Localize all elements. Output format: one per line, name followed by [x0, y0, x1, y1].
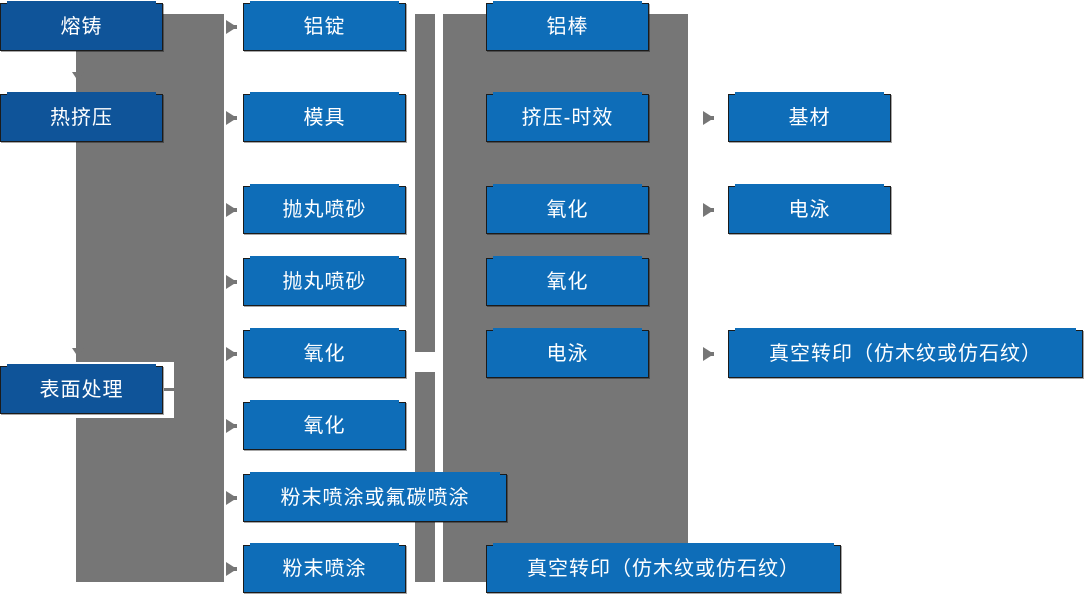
- arrow-to-powder-or-pvdf: [226, 491, 237, 505]
- arrow-to-vacuum-transfer-2: [703, 347, 714, 361]
- arrow-to-oxidation-2: [226, 419, 237, 433]
- node-oxidation-2[interactable]: 氧化: [243, 400, 406, 450]
- node-melt-cast[interactable]: 熔铸: [0, 1, 163, 51]
- node-electrophoresis-2[interactable]: 电泳: [728, 184, 891, 234]
- arrow-to-powder-coating: [226, 562, 237, 576]
- link-notch-5: [435, 240, 443, 352]
- gray-bar-middle-gap: [415, 352, 435, 372]
- node-aluminum-ingot[interactable]: 铝锭: [243, 1, 406, 51]
- node-shot-blasting-1[interactable]: 抛丸喷砂: [243, 184, 406, 234]
- node-vacuum-transfer-1[interactable]: 真空转印（仿木纹或仿石纹）: [486, 543, 841, 593]
- node-oxidation-1[interactable]: 氧化: [243, 328, 406, 378]
- link-notch-6: [435, 372, 443, 552]
- node-powder-coating[interactable]: 粉末喷涂: [243, 543, 406, 593]
- arrow-to-mold: [226, 111, 237, 125]
- arrow-to-electrophoresis-2: [703, 203, 714, 217]
- node-shot-blasting-2[interactable]: 抛丸喷砂: [243, 256, 406, 306]
- arrow-to-oxidation-1: [226, 347, 237, 361]
- link-notch-7: [435, 556, 443, 582]
- node-aluminum-bar[interactable]: 铝棒: [486, 1, 649, 51]
- node-extrusion-aging[interactable]: 挤压-时效: [486, 92, 649, 142]
- node-mold[interactable]: 模具: [243, 92, 406, 142]
- arrow-to-shot-blasting-2: [226, 275, 237, 289]
- node-electrophoresis-1[interactable]: 电泳: [486, 328, 649, 378]
- node-hot-extrusion[interactable]: 热挤压: [0, 92, 163, 142]
- node-surface-treatment[interactable]: 表面处理: [0, 364, 163, 414]
- link-notch-4: [435, 184, 443, 236]
- link-notch-1: [435, 14, 443, 21]
- arrow-to-shot-blasting-1: [226, 203, 237, 217]
- node-base-material[interactable]: 基材: [728, 92, 891, 142]
- node-powder-or-pvdf[interactable]: 粉末喷涂或氟碳喷涂: [243, 472, 507, 522]
- arrow-down-to-hot-extrusion: [72, 72, 84, 81]
- link-notch-3: [435, 104, 443, 180]
- arrow-to-base-material: [703, 111, 714, 125]
- node-vacuum-transfer-2[interactable]: 真空转印（仿木纹或仿石纹）: [728, 328, 1083, 378]
- link-notch-2: [435, 24, 443, 100]
- gray-bar-middle: [415, 14, 435, 582]
- surface-treatment-connector: [164, 388, 186, 391]
- node-oxidation-3[interactable]: 氧化: [486, 184, 649, 234]
- arrow-to-aluminum-ingot: [226, 20, 237, 34]
- arrow-down-to-surface-treatment: [72, 348, 84, 357]
- node-oxidation-4[interactable]: 氧化: [486, 256, 649, 306]
